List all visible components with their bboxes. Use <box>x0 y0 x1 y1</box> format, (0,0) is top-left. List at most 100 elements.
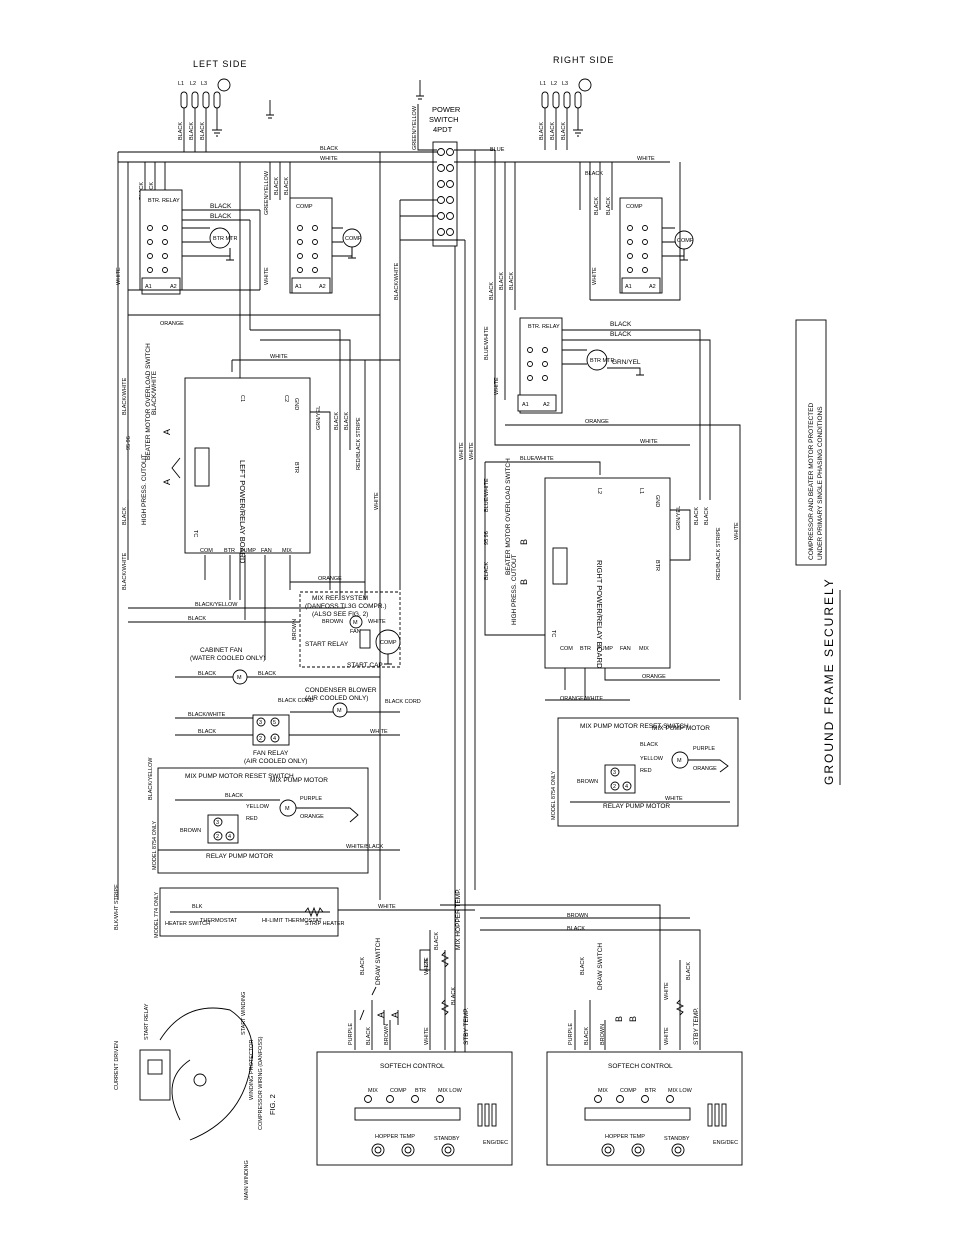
svg-text:BLACK: BLACK <box>334 412 340 430</box>
svg-text:HEATER SWITCH: HEATER SWITCH <box>165 921 210 927</box>
svg-text:FIG. 2: FIG. 2 <box>268 1094 277 1115</box>
svg-text:BLACK/WHITE: BLACK/WHITE <box>394 262 400 300</box>
condenser-blower-icon <box>332 702 348 718</box>
svg-text:WHITE: WHITE <box>374 492 380 510</box>
right-supply: L1 L2 L3 BLACK BLACK BLACK <box>539 78 592 150</box>
svg-text:ORANGE/WHITE: ORANGE/WHITE <box>560 696 603 702</box>
svg-text:C2: C2 <box>283 395 289 402</box>
left-side-title: LEFT SIDE <box>193 59 247 69</box>
svg-text:LEFT POWER/RELAY BOARD: LEFT POWER/RELAY BOARD <box>238 460 247 564</box>
protection-note: COMPRESSOR AND BEATER MOTOR PROTECTED UN… <box>795 319 827 566</box>
right-softech-control: PURPLE BLACK BROWN WHITE WHITE BLACK BLA… <box>546 943 743 1166</box>
svg-text:CABINET FAN: CABINET FAN <box>200 647 243 654</box>
svg-text:COMP: COMP <box>345 236 362 242</box>
svg-text:BLACK/WHITE: BLACK/WHITE <box>122 377 128 415</box>
svg-text:SOFTECH CONTROL: SOFTECH CONTROL <box>380 1063 445 1070</box>
svg-text:M: M <box>353 620 358 626</box>
svg-text:C1: C1 <box>239 395 245 402</box>
svg-text:L1: L1 <box>540 81 546 87</box>
left-beater-motor-icon <box>209 227 231 249</box>
svg-text:BLACK: BLACK <box>274 177 280 195</box>
svg-text:BLACK: BLACK <box>225 793 243 799</box>
svg-text:(ALSO SEE FIG. 2): (ALSO SEE FIG. 2) <box>312 611 368 618</box>
svg-text:A: A <box>390 1011 400 1018</box>
svg-text:STBY TEMP.: STBY TEMP. <box>693 1007 700 1045</box>
svg-text:BLUE/WHITE: BLUE/WHITE <box>484 478 490 512</box>
svg-text:B: B <box>628 1015 638 1022</box>
svg-text:BTR. RELAY: BTR. RELAY <box>148 198 180 204</box>
svg-text:RED: RED <box>246 816 258 822</box>
svg-text:BLACK CORD: BLACK CORD <box>385 699 421 705</box>
svg-text:COMPRESSOR AND BEATER MOTOR PR: COMPRESSOR AND BEATER MOTOR PROTECTED <box>808 402 815 560</box>
svg-text:WHITE: WHITE <box>320 156 338 162</box>
svg-text:GREEN/YELLOW: GREEN/YELLOW <box>412 105 418 150</box>
svg-text:BROWN: BROWN <box>567 913 588 919</box>
svg-text:BLACK: BLACK <box>610 321 632 328</box>
svg-text:WHITE: WHITE <box>637 156 655 162</box>
svg-text:MODEL 774 ONLY: MODEL 774 ONLY <box>154 892 160 938</box>
svg-text:GND: GND <box>293 398 299 410</box>
svg-text:START WINDING: START WINDING <box>241 992 247 1035</box>
svg-text:BLACK: BLACK <box>704 507 710 525</box>
svg-text:BLACK: BLACK <box>594 197 600 215</box>
mix-ref-system: MIX REF. SYSTEM (DANFOSS TL3G COMPR.) (A… <box>299 591 401 669</box>
svg-text:MODEL 8754 ONLY: MODEL 8754 ONLY <box>551 770 557 820</box>
svg-text:BLACK: BLACK <box>694 507 700 525</box>
svg-text:GRN/YEL: GRN/YEL <box>612 359 641 366</box>
cabinet-fan: CABINET FAN (WATER COOLED ONLY) M BLACK … <box>175 647 380 685</box>
svg-text:B: B <box>519 538 529 545</box>
svg-text:WHITE: WHITE <box>469 442 475 460</box>
condenser-blower: CONDENSER BLOWER (AIR COOLED ONLY) M BLA… <box>278 687 421 718</box>
svg-text:PURPLE: PURPLE <box>300 796 322 802</box>
svg-text:PURPLE: PURPLE <box>348 1023 354 1045</box>
svg-text:M: M <box>285 806 290 812</box>
svg-text:GROUND FRAME SECURELY: GROUND FRAME SECURELY <box>822 577 836 785</box>
svg-text:PUMP: PUMP <box>240 548 256 554</box>
svg-text:BLK/WHT STRIPE: BLK/WHT STRIPE <box>114 884 120 930</box>
svg-text:BTR: BTR <box>415 1088 426 1094</box>
left-power-relay-board: WHITE C1 C2 GND BTR TC LEFT POWER/RELAY … <box>122 343 400 660</box>
left-supply: L1 L2 L3 BLACK BLACK BLACK <box>178 78 231 152</box>
svg-text:BLACK: BLACK <box>489 282 495 300</box>
svg-text:HOPPER TEMP: HOPPER TEMP <box>605 1134 645 1140</box>
svg-text:BLACK: BLACK <box>484 562 490 580</box>
right-side-title: RIGHT SIDE <box>553 55 614 65</box>
svg-text:A2: A2 <box>649 284 656 290</box>
svg-text:RIGHT POWER/RELAY BOARD: RIGHT POWER/RELAY BOARD <box>595 560 604 669</box>
svg-text:BTR: BTR <box>645 1088 656 1094</box>
svg-text:STANDBY: STANDBY <box>664 1136 690 1142</box>
svg-text:TC: TC <box>550 630 556 637</box>
svg-text:BLACK: BLACK <box>434 932 440 950</box>
svg-text:BLACK: BLACK <box>320 146 338 152</box>
svg-text:BLACK: BLACK <box>567 926 585 932</box>
svg-text:HIGH PRESS. CUTOUT: HIGH PRESS. CUTOUT <box>511 554 518 625</box>
svg-text:M: M <box>677 758 682 764</box>
svg-text:A2: A2 <box>170 284 177 290</box>
svg-text:WHITE: WHITE <box>664 982 670 1000</box>
svg-text:BLACK: BLACK <box>122 507 128 525</box>
svg-text:WHITE: WHITE <box>264 267 270 285</box>
svg-text:BLACK: BLACK <box>210 213 232 220</box>
svg-text:BLACK: BLACK <box>188 616 206 622</box>
svg-text:BLACK: BLACK <box>198 729 216 735</box>
svg-text:BLACK: BLACK <box>606 197 612 215</box>
svg-text:GREEN/YELLOW: GREEN/YELLOW <box>264 170 270 215</box>
svg-text:BLACK: BLACK <box>539 122 545 140</box>
svg-text:WHITE: WHITE <box>592 267 598 285</box>
left-mix-pump: BLACK/YELLOW MODEL 8754 ONLY MIX PUMP MO… <box>148 757 400 874</box>
svg-text:A1: A1 <box>145 284 152 290</box>
svg-text:4: 4 <box>228 834 231 840</box>
svg-text:FAN RELAY: FAN RELAY <box>253 750 289 757</box>
svg-text:BLACK/WHITE: BLACK/WHITE <box>151 370 158 415</box>
svg-text:BTR: BTR <box>654 560 660 571</box>
svg-text:MODEL 8754 ONLY: MODEL 8754 ONLY <box>152 820 158 870</box>
svg-text:GRN/YEL: GRN/YEL <box>316 406 322 430</box>
svg-text:A: A <box>162 478 172 485</box>
svg-text:WHITE: WHITE <box>494 377 500 395</box>
svg-text:BLACK: BLACK <box>499 272 505 290</box>
svg-text:HOPPER TEMP: HOPPER TEMP <box>375 1134 415 1140</box>
svg-text:BEATER MOTOR OVERLOAD SWITCH: BEATER MOTOR OVERLOAD SWITCH <box>145 343 152 460</box>
svg-text:POWER: POWER <box>432 105 461 114</box>
svg-text:DRAW SWITCH: DRAW SWITCH <box>597 943 604 990</box>
svg-text:ORANGE: ORANGE <box>693 766 717 772</box>
